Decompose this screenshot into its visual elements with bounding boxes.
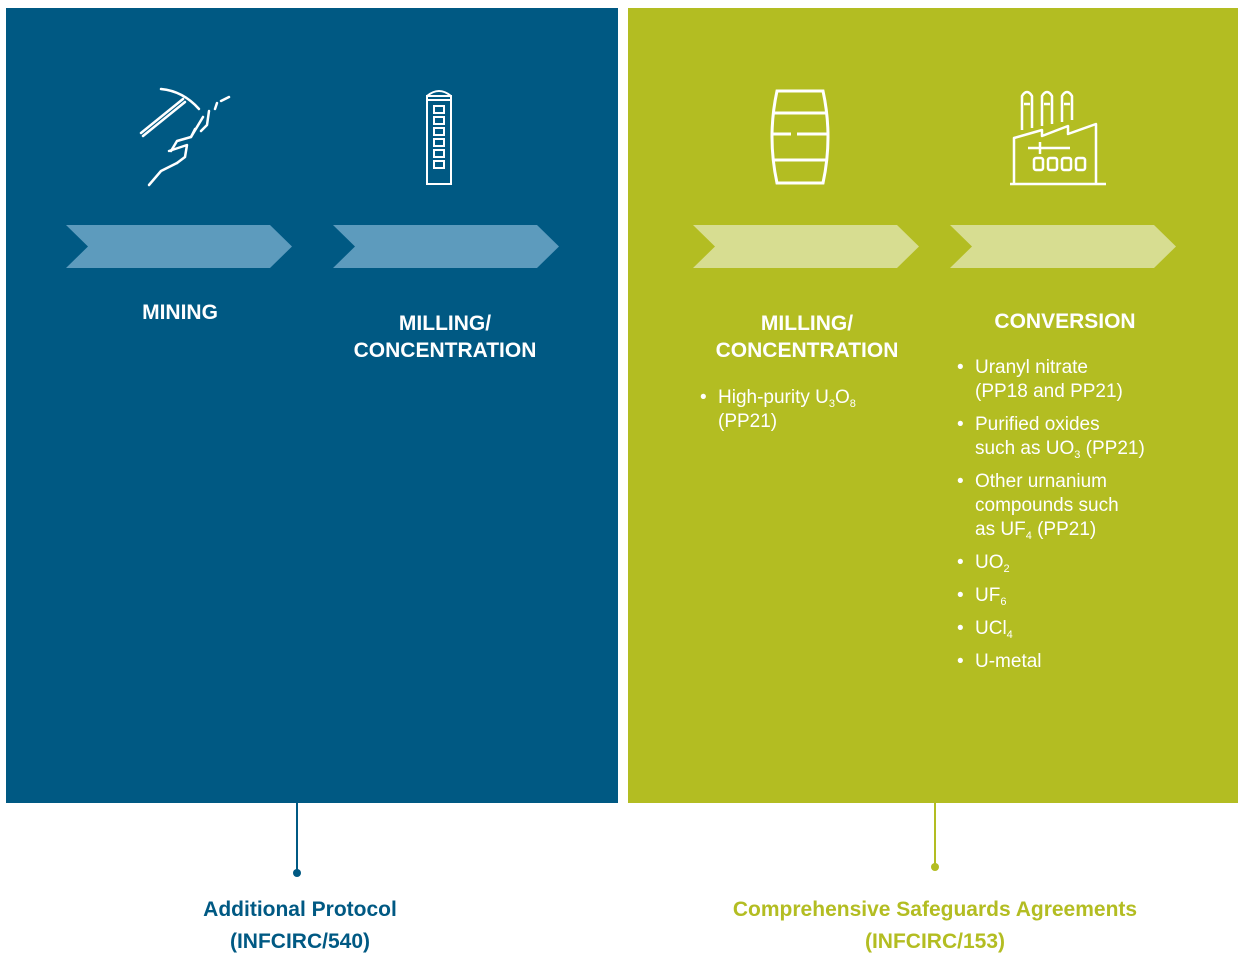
list-item: Uranyl nitrate (PP18 and PP21) <box>955 356 1195 404</box>
list-item: Purified oxides such as UO3 (PP21) <box>955 413 1195 461</box>
list-item: U-metal <box>955 650 1195 674</box>
connector-dot-csa <box>931 863 939 871</box>
column-tower-icon <box>426 90 452 185</box>
process-arrow-milling-csa <box>693 225 919 268</box>
csa-label: Comprehensive Safeguards Agreements (INF… <box>732 898 1138 953</box>
stage-title-mining: MINING <box>142 301 218 324</box>
milling-csa-item-list: High-purity U3O8 (PP21) <box>698 386 908 443</box>
list-item: UCl4 <box>955 617 1195 641</box>
process-arrow-milling-ap <box>333 225 559 268</box>
list-item: UF6 <box>955 584 1195 608</box>
list-item: High-purity U3O8 (PP21) <box>698 386 908 434</box>
stage-title-milling-ap: MILLING/ CONCENTRATION <box>353 312 537 362</box>
barrel-icon <box>770 89 830 185</box>
pickaxe-icon <box>139 87 231 187</box>
connector-dot-additional-protocol <box>293 869 301 877</box>
conversion-item-list: Uranyl nitrate (PP18 and PP21) Purified … <box>955 356 1195 683</box>
process-arrow-mining <box>66 225 292 268</box>
connector-line-additional-protocol <box>296 803 298 873</box>
factory-icon <box>1010 90 1106 186</box>
additional-protocol-panel <box>6 8 618 803</box>
list-item: Other urnanium compounds such as UF4 (PP… <box>955 470 1195 542</box>
connector-line-csa <box>934 803 936 867</box>
additional-protocol-label: Additional Protocol (INFCIRC/540) <box>203 898 397 953</box>
stage-title-milling-csa: MILLING/ CONCENTRATION <box>715 312 899 362</box>
list-item: UO2 <box>955 551 1195 575</box>
process-arrow-conversion <box>950 225 1176 268</box>
stage-title-conversion: CONVERSION <box>994 310 1136 333</box>
